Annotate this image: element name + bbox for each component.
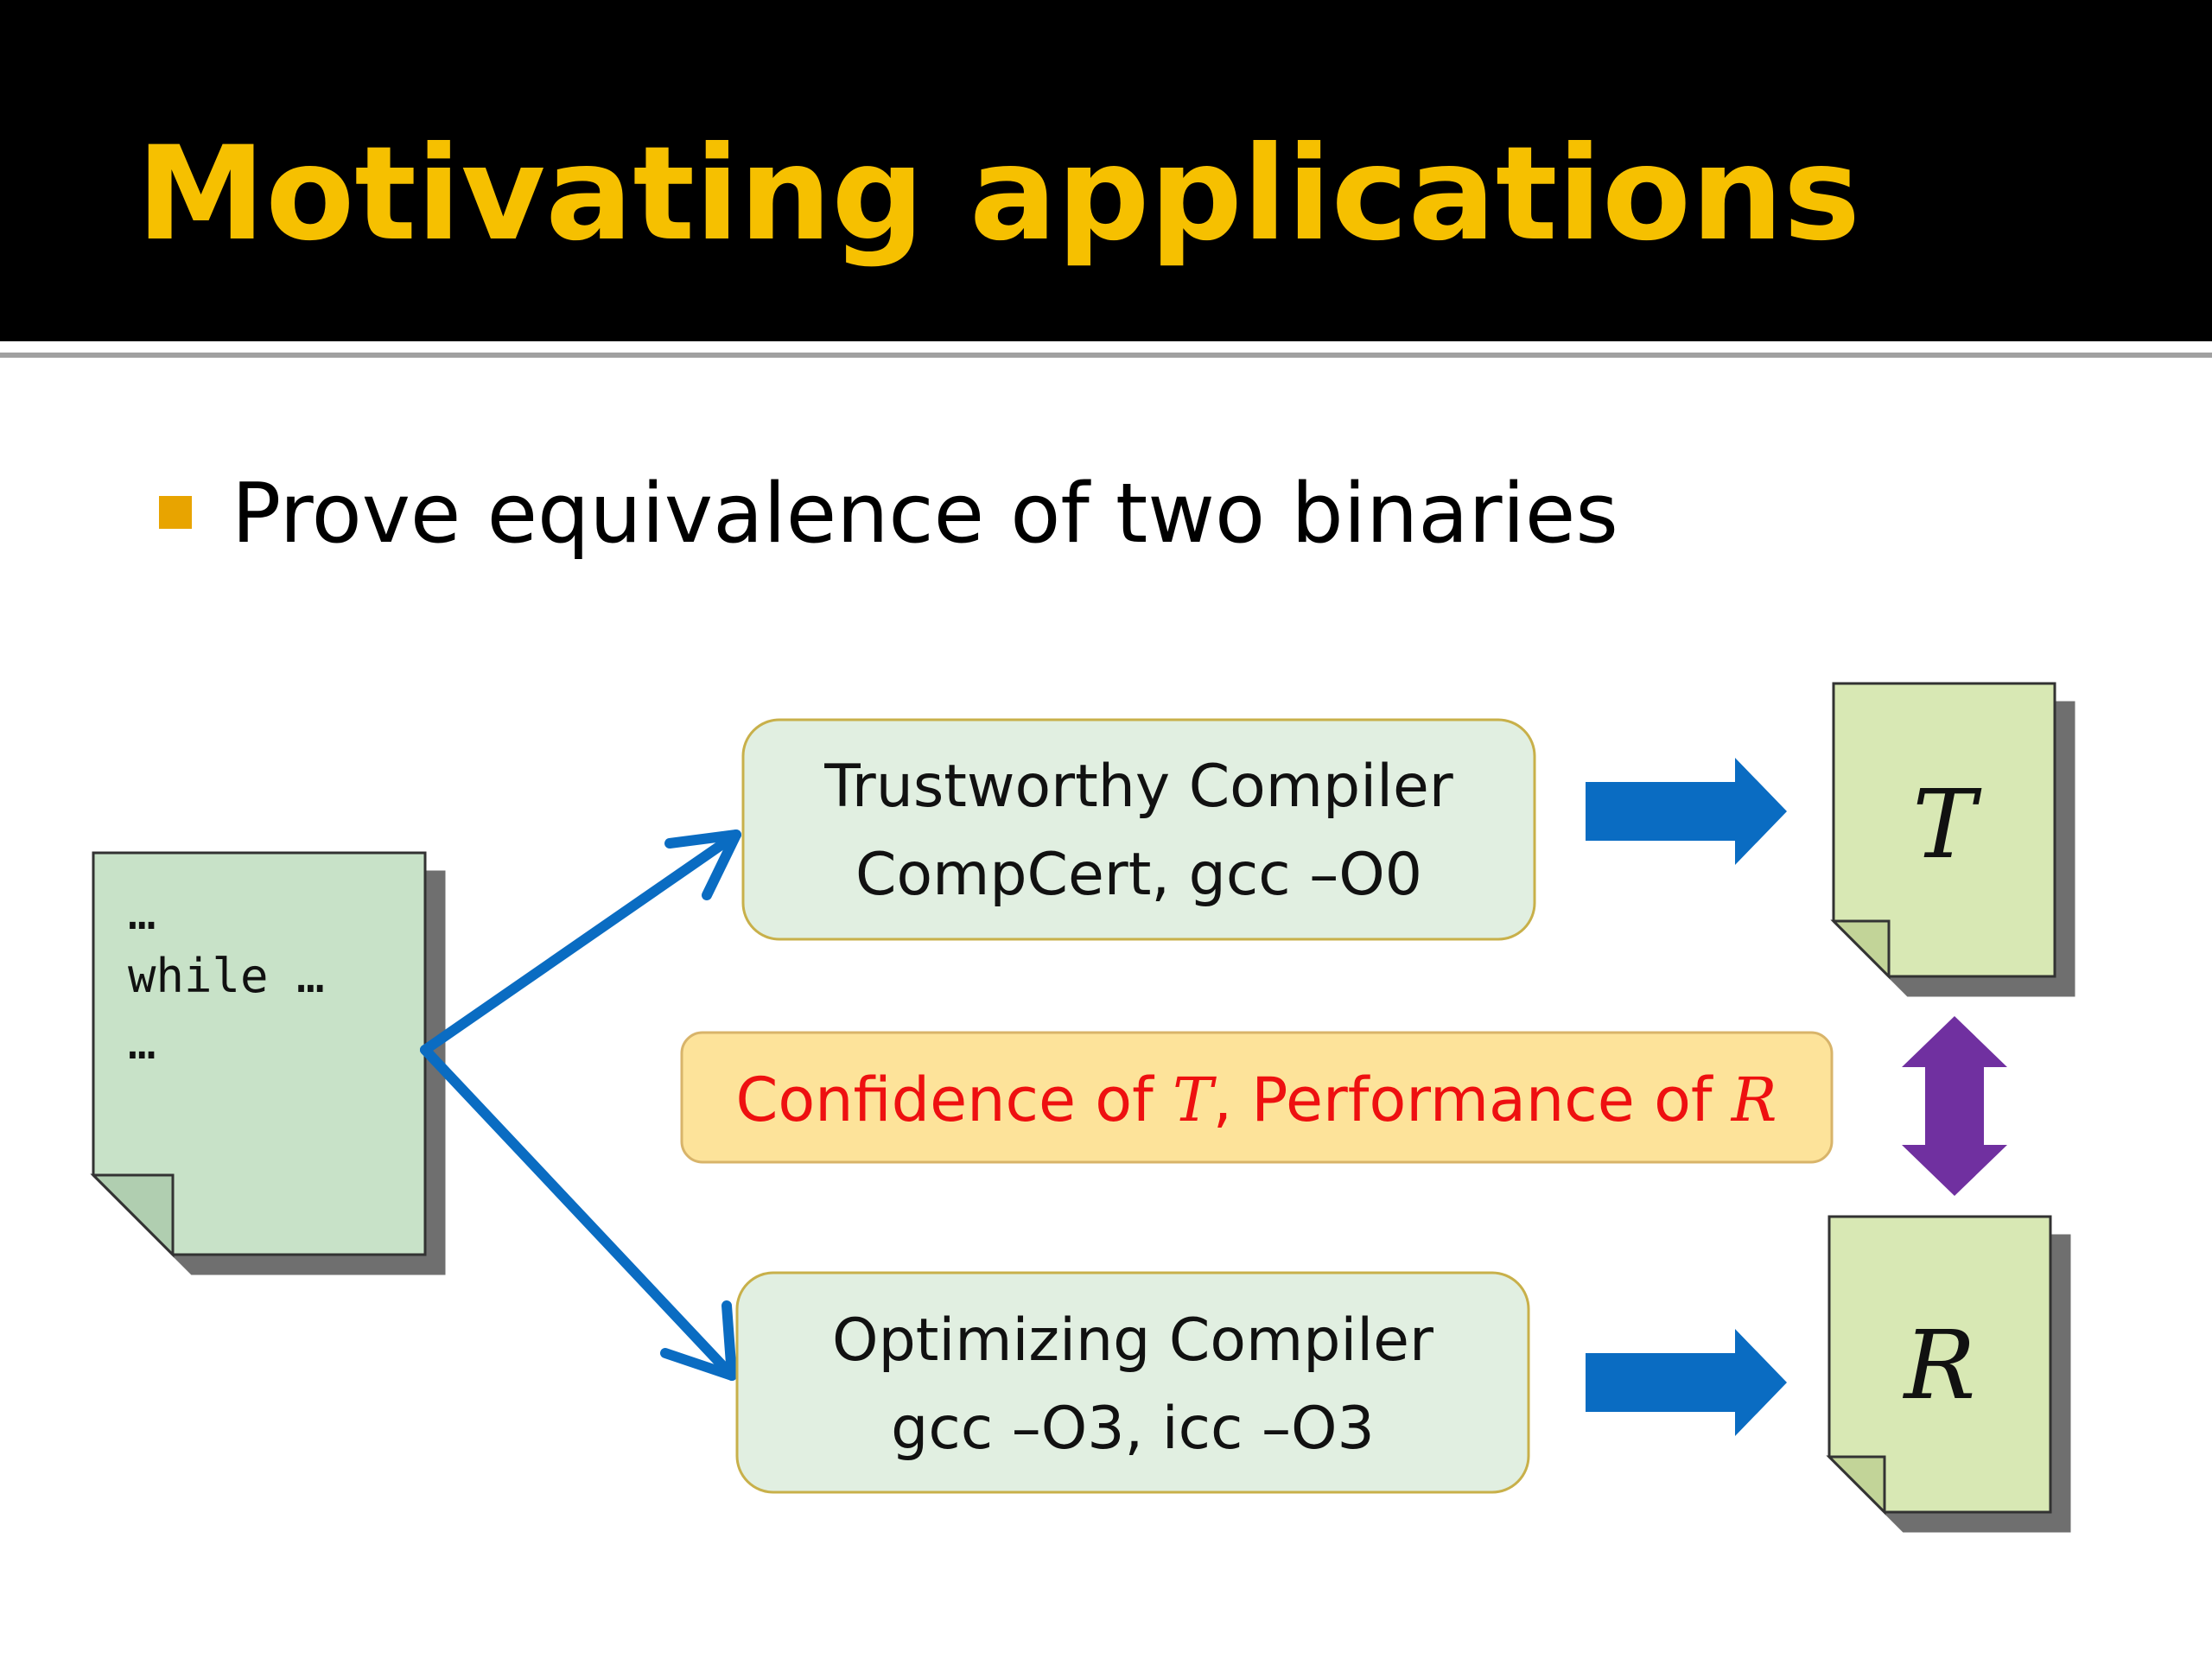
bullet-square-icon: [159, 496, 192, 529]
title-divider: [0, 353, 2212, 358]
tradeoff-text-2: , Performance of: [1213, 1065, 1732, 1135]
branch-arrow-down: [420, 1045, 737, 1381]
optimizing-compiler-title: Optimizing Compiler: [832, 1306, 1433, 1375]
binary-t-label: T: [1912, 769, 1982, 880]
optimizing-compiler-box: Optimizing Compiler gcc –O3, icc –O3: [735, 1271, 1530, 1494]
binary-r-label: R: [1903, 1310, 1976, 1421]
trustworthy-compiler-title: Trustworthy Compiler: [823, 753, 1453, 821]
tradeoff-label: Confidence of T, Performance of R: [735, 1065, 1777, 1135]
optimizing-compiler-examples: gcc –O3, icc –O3: [891, 1395, 1375, 1463]
bullet-text: Prove equivalence of two binaries: [232, 467, 1618, 562]
source-line-2: while …: [128, 949, 325, 1003]
binary-t-doc: T: [1830, 682, 2056, 980]
tradeoff-box: Confidence of T, Performance of R: [680, 1031, 1834, 1164]
tradeoff-var-r: R: [1730, 1065, 1777, 1135]
source-line-3: …: [128, 1015, 156, 1070]
trustworthy-compiler-box: Trustworthy Compiler CompCert, gcc –O0: [741, 718, 1536, 941]
source-file-doc: … while … …: [90, 851, 427, 1258]
output-arrow-bottom: [1586, 1329, 1787, 1436]
tradeoff-text-1: Confidence of: [735, 1065, 1173, 1135]
output-arrow-top: [1586, 758, 1787, 865]
branch-arrow-up: [420, 830, 741, 1055]
binary-r-doc: R: [1826, 1215, 2052, 1516]
equivalence-double-arrow: [1902, 1016, 2007, 1196]
trustworthy-compiler-examples: CompCert, gcc –O0: [855, 841, 1422, 909]
title-bar: [0, 0, 2212, 341]
slide-title: Motivating applications: [137, 119, 1861, 270]
source-line-1: …: [128, 886, 156, 940]
tradeoff-var-t: T: [1173, 1065, 1217, 1135]
